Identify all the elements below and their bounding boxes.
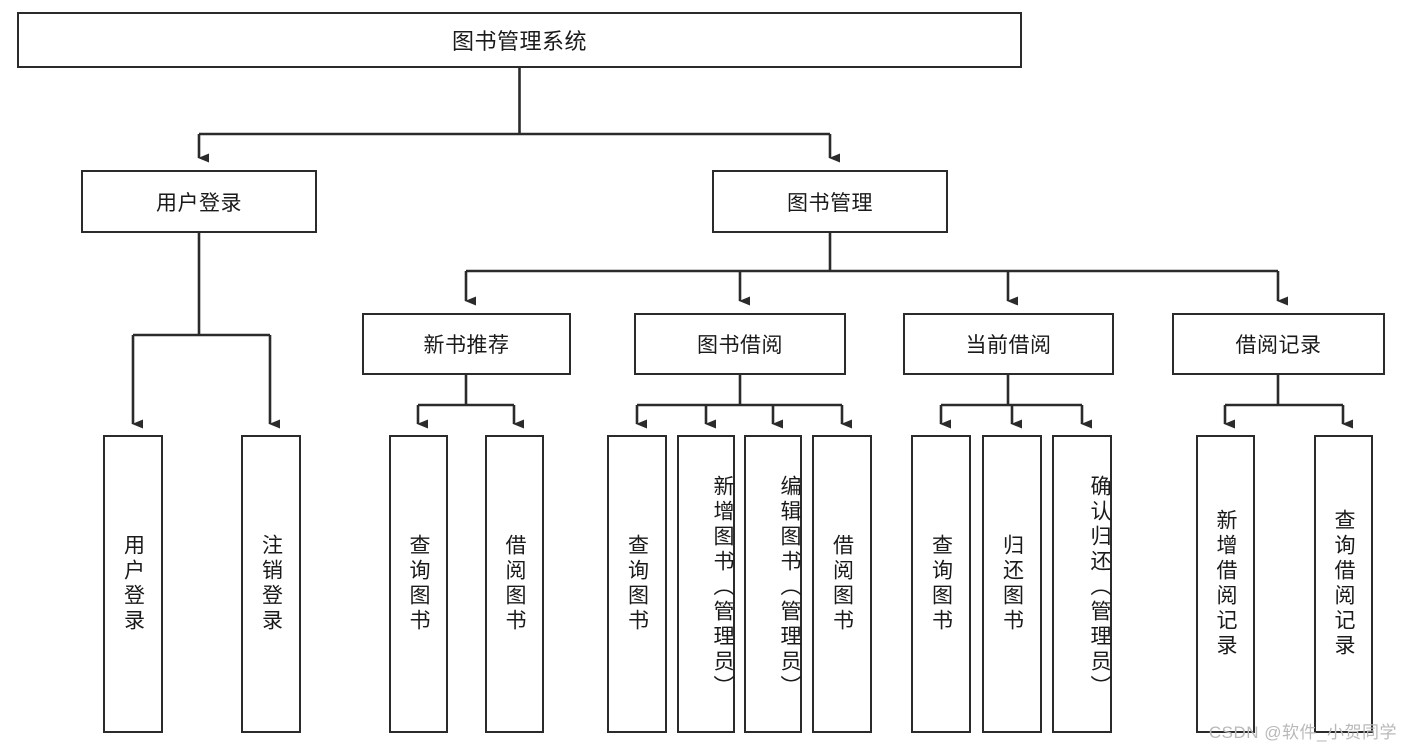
node-borrow-record[interactable]: 借阅记录 xyxy=(1172,313,1385,375)
leaf-record-query-record[interactable]: 查询借阅记录 xyxy=(1314,435,1373,733)
leaf-label: 归还图书 xyxy=(1000,534,1024,634)
node-new-book-recommend[interactable]: 新书推荐 xyxy=(362,313,571,375)
leaf-borrow-add-book-admin[interactable]: 新增图书（管理员） xyxy=(677,435,735,733)
leaf-label: 用户登录 xyxy=(121,534,145,634)
leaf-label: 借阅图书 xyxy=(830,534,854,634)
leaf-current-confirm-return-admin[interactable]: 确认归还（管理员） xyxy=(1052,435,1112,733)
csdn-watermark: CSDN @软件_小贺同学 xyxy=(1208,723,1397,742)
node-book-management[interactable]: 图书管理 xyxy=(712,170,948,233)
leaf-new-book-borrow[interactable]: 借阅图书 xyxy=(485,435,544,733)
leaf-current-query-book[interactable]: 查询图书 xyxy=(911,435,971,733)
node-root-system[interactable]: 图书管理系统 xyxy=(17,12,1022,68)
leaf-label: 新增借阅记录 xyxy=(1214,509,1237,659)
leaf-label: 借阅图书 xyxy=(503,534,526,634)
leaf-label: 编辑图书（管理员） xyxy=(778,474,801,700)
leaf-borrow-borrow-book[interactable]: 借阅图书 xyxy=(812,435,872,733)
leaf-borrow-edit-book-admin[interactable]: 编辑图书（管理员） xyxy=(744,435,802,733)
leaf-borrow-query-book[interactable]: 查询图书 xyxy=(607,435,667,733)
leaf-label: 查询图书 xyxy=(625,534,649,634)
leaf-label: 查询图书 xyxy=(929,534,953,634)
node-current-borrow[interactable]: 当前借阅 xyxy=(903,313,1114,375)
node-user-login[interactable]: 用户登录 xyxy=(81,170,317,233)
leaf-label: 查询图书 xyxy=(407,534,430,634)
node-book-borrow[interactable]: 图书借阅 xyxy=(634,313,846,375)
leaf-user-login-logout[interactable]: 注销登录 xyxy=(241,435,301,733)
leaf-label: 新增图书（管理员） xyxy=(711,474,734,700)
leaf-label: 确认归还（管理员） xyxy=(1088,474,1111,700)
leaf-new-book-query[interactable]: 查询图书 xyxy=(389,435,448,733)
leaf-user-login-login[interactable]: 用户登录 xyxy=(103,435,163,733)
leaf-record-add-record[interactable]: 新增借阅记录 xyxy=(1196,435,1255,733)
leaf-label: 查询借阅记录 xyxy=(1332,509,1355,659)
leaf-label: 注销登录 xyxy=(259,534,283,634)
leaf-current-return-book[interactable]: 归还图书 xyxy=(982,435,1042,733)
